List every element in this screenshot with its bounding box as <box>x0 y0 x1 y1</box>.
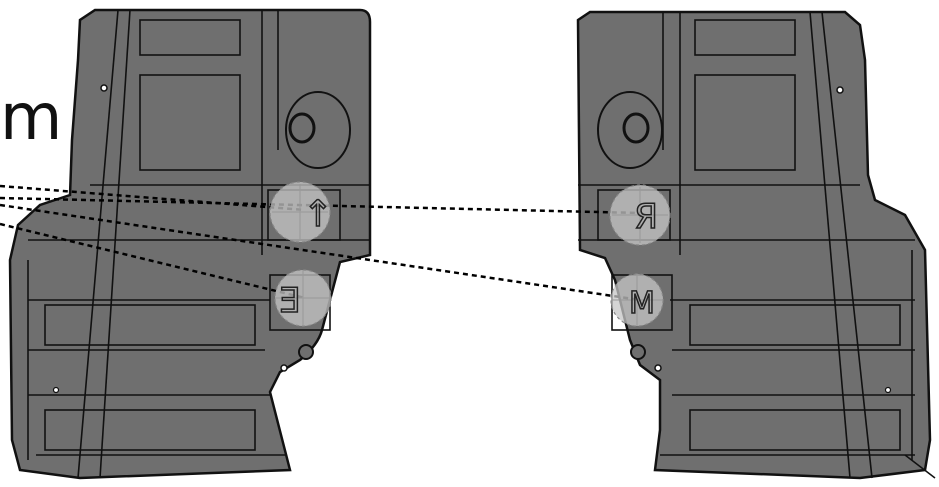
callout-right-lower: M <box>610 273 664 327</box>
right-mount-hole <box>622 112 650 144</box>
callout-left-upper-symbol: ↑ <box>303 194 333 235</box>
left-panel-ribs <box>27 9 370 479</box>
leader-line-1 <box>0 184 306 212</box>
right-edge-tick <box>904 454 936 479</box>
left-panel <box>8 8 372 480</box>
left-small-hole-side <box>52 386 60 394</box>
callout-left-lower: Ǝ <box>274 269 332 327</box>
callout-right-upper-symbol: Я <box>634 197 658 237</box>
leader-line-2 <box>0 196 641 215</box>
left-panel-outline <box>8 8 372 480</box>
callout-left-lower-symbol: Ǝ <box>279 281 300 321</box>
callout-right-lower-symbol: M <box>629 286 655 321</box>
right-panel <box>576 10 936 480</box>
leader-line-4 <box>0 222 306 300</box>
right-small-hole-top <box>836 86 844 94</box>
left-small-hole-top <box>100 84 108 92</box>
right-panel-ribs <box>578 11 915 479</box>
left-mount-hole <box>288 112 316 144</box>
left-mount-boss <box>285 91 351 169</box>
left-bolt <box>298 344 314 360</box>
right-small-hole-bottom <box>654 364 662 372</box>
left-small-hole-bottom <box>280 364 288 372</box>
partial-label-text: m <box>0 81 63 155</box>
callout-right-upper: Я <box>609 184 671 246</box>
leader-lines <box>0 184 641 302</box>
callout-left-upper: ↑ <box>269 181 334 243</box>
right-small-hole-side <box>884 386 892 394</box>
right-panel-outline <box>576 10 932 480</box>
right-bolt <box>630 344 646 360</box>
